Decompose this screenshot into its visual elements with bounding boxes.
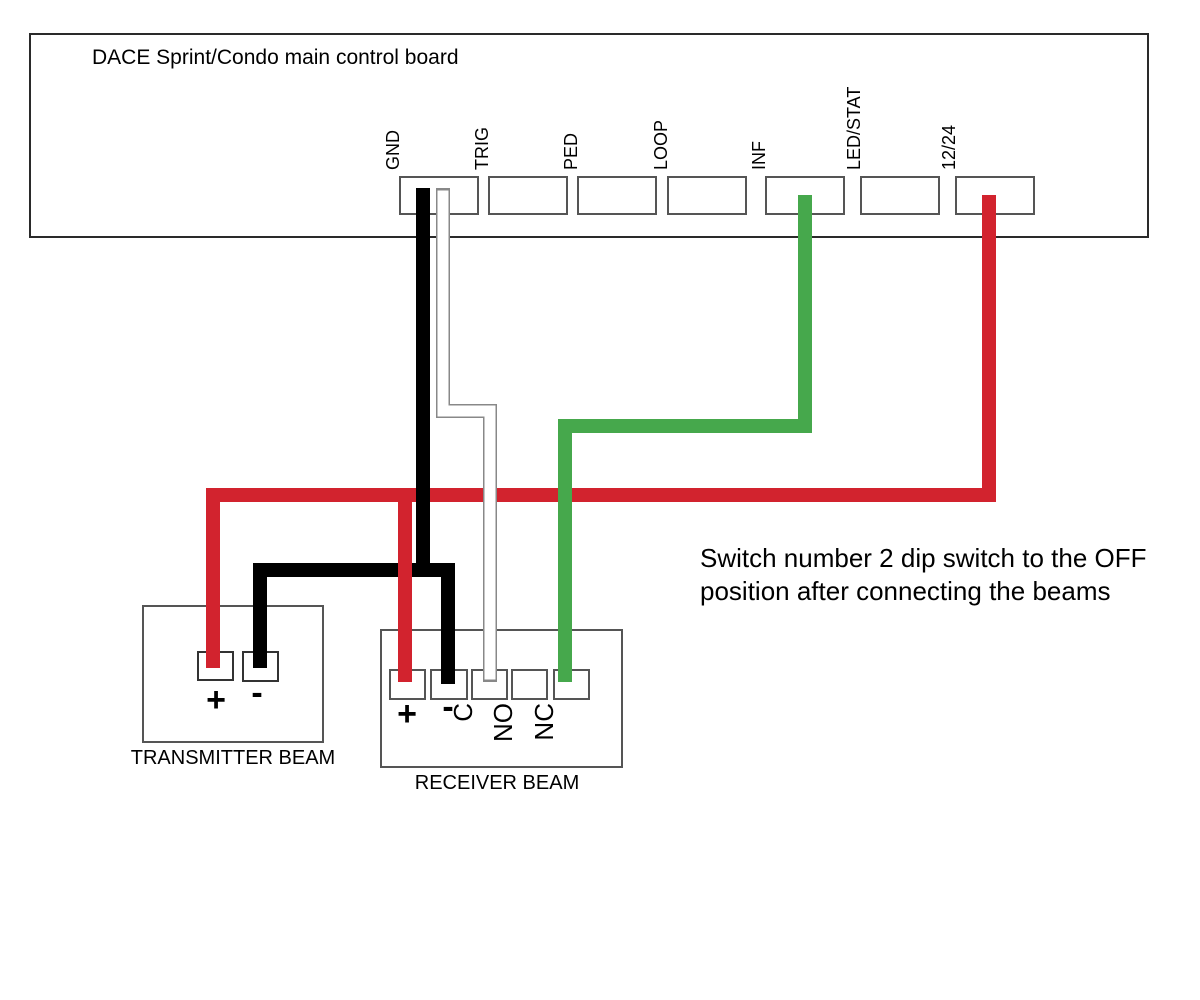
- terminal-label-1224: 12/24: [939, 124, 959, 170]
- terminal-box-trig: [488, 176, 568, 215]
- inf-nc-green-wire: [558, 195, 812, 682]
- terminal-label-ped: PED: [561, 132, 581, 170]
- board-terminal-boxes: [399, 176, 1035, 215]
- receiver-c-label: C: [448, 703, 478, 722]
- board-title: DACE Sprint/Condo main control board: [92, 46, 459, 69]
- terminal-label-trig: TRIG: [472, 127, 492, 170]
- terminal-label-inf: INF: [749, 141, 769, 170]
- transmitter-minus-label: -: [251, 674, 263, 712]
- receiver-no-label: NO: [488, 703, 518, 742]
- dip-switch-note: Switch number 2 dip switch to the OFF po…: [700, 543, 1147, 606]
- receiver-minus-label: -: [442, 688, 454, 726]
- receiver-plus-label: +: [397, 695, 417, 733]
- terminal-box-ped: [577, 176, 657, 215]
- gnd-black-wire-bridge: [253, 563, 455, 684]
- transmitter-beam-outline: [142, 605, 324, 743]
- terminal-label-gnd: GND: [383, 130, 403, 170]
- receiver-beam-outline: [380, 629, 623, 768]
- control-board-outline: [29, 33, 1149, 238]
- receiver-nc-label: NC: [529, 703, 559, 741]
- transmitter-beam-title: TRANSMITTER BEAM: [130, 747, 336, 769]
- power-red-wire: [206, 195, 996, 668]
- receiver-terminal-no: [511, 669, 548, 700]
- terminal-box-ledstat: [860, 176, 940, 215]
- terminal-label-ledstat: LED/STAT: [844, 86, 864, 170]
- terminal-box-loop: [667, 176, 747, 215]
- terminal-label-loop: LOOP: [651, 119, 671, 170]
- transmitter-plus-label: +: [206, 681, 226, 719]
- common-white-wire: [437, 190, 496, 680]
- receiver-beam-title: RECEIVER BEAM: [414, 772, 580, 794]
